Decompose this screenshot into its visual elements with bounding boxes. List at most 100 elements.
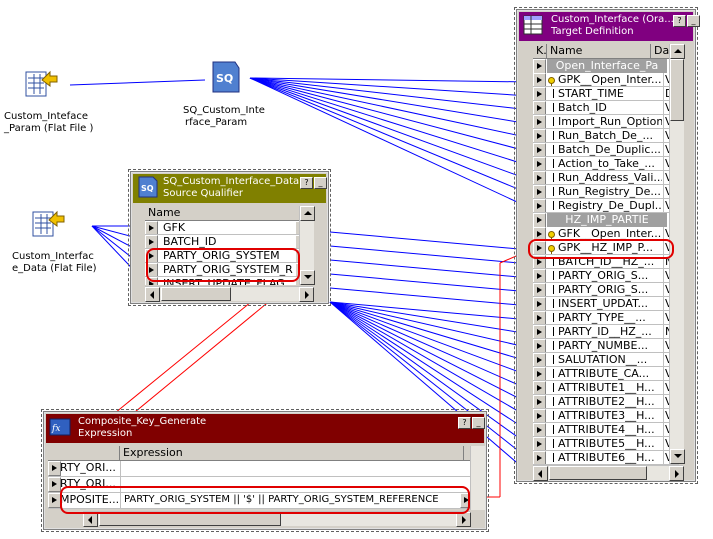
expression-formula[interactable]: PARTY_ORIG_SYSTEM || '$' || PARTY_ORIG_S…	[124, 494, 439, 505]
scroll-up-button[interactable]	[670, 44, 685, 59]
source-qualifier-icon[interactable]: SQ	[207, 60, 241, 94]
link-line[interactable]	[329, 301, 531, 391]
target-port-name[interactable]: PARTY_TYPE__...	[558, 311, 646, 324]
input-port-arrow[interactable]	[48, 461, 61, 476]
target-port-name[interactable]: ATTRIBUTE_CA...	[558, 367, 650, 380]
link-line[interactable]	[249, 77, 531, 195]
link-line[interactable]	[69, 79, 206, 86]
link-line[interactable]	[249, 77, 531, 209]
input-port-arrow[interactable]	[145, 221, 158, 236]
sq-port-row[interactable]: PARTY_ORIG_SYSTEM	[163, 249, 280, 262]
scroll-down-button[interactable]	[300, 270, 315, 285]
minimize-button[interactable]: _	[687, 15, 700, 27]
target-port-name[interactable]: Action_to_Take_...	[558, 157, 655, 170]
target-port-name[interactable]: PARTY_NUMBE...	[558, 339, 648, 352]
link-line[interactable]	[329, 301, 531, 377]
target-port-name[interactable]: Import_Run_Option	[558, 115, 662, 128]
target-port-name[interactable]: PARTY_ID__HZ_...	[558, 325, 652, 338]
expression-port-name[interactable]: RTY_ORI...	[60, 461, 116, 474]
link-line[interactable]	[249, 77, 531, 125]
link-line[interactable]	[329, 273, 531, 293]
flat-file-source-icon[interactable]	[24, 66, 58, 100]
target-port-name[interactable]: START_TIME	[558, 87, 624, 100]
link-line[interactable]	[329, 301, 531, 363]
target-port-name[interactable]: Run_Registry_De...	[558, 185, 661, 198]
link-line[interactable]	[249, 77, 531, 153]
sq-port-row[interactable]: GFK	[163, 221, 186, 234]
target-port-name[interactable]: Batch_ID	[558, 101, 607, 114]
help-button[interactable]: ?	[300, 177, 313, 189]
link-line[interactable]	[329, 259, 531, 279]
target-port-name[interactable]: ATTRIBUTE5__H...	[558, 437, 655, 450]
target-port-name[interactable]: ATTRIBUTE3__H...	[558, 409, 655, 422]
scroll-right-button[interactable]	[669, 466, 684, 481]
scroll-up-button[interactable]	[300, 206, 315, 221]
flat-file-source-icon[interactable]	[31, 206, 65, 240]
link-line[interactable]	[249, 77, 531, 181]
target-port-name[interactable]: Registry_De_Dupl...	[558, 199, 662, 212]
input-port-arrow[interactable]	[533, 185, 546, 200]
target-port-name[interactable]: ATTRIBUTE2__H...	[558, 395, 655, 408]
target-port-name[interactable]: GPK__HZ_IMP_P...	[558, 241, 653, 254]
target-titlebar[interactable]: Custom_Interface (Ora... Target Definiti…	[519, 12, 700, 41]
link-line[interactable]	[329, 287, 531, 307]
scroll-left-button[interactable]	[83, 512, 98, 527]
scroll-down-button[interactable]	[670, 449, 685, 464]
target-port-name[interactable]: Batch_De_Duplic...	[558, 143, 661, 156]
target-port-name[interactable]: SALUTATION__...	[558, 353, 648, 366]
sq-port-row[interactable]: PARTY_ORIG_SYSTEM_REFERENCE	[163, 263, 293, 276]
link-line[interactable]	[329, 301, 531, 419]
scroll-left-button[interactable]	[533, 466, 548, 481]
link-line[interactable]	[249, 77, 531, 83]
input-port-arrow[interactable]	[533, 423, 546, 438]
sq-vertical-scrollbar[interactable]	[299, 206, 315, 285]
link-line[interactable]	[249, 77, 531, 167]
scroll-right-button[interactable]	[299, 287, 314, 302]
target-port-name[interactable]: ATTRIBUTE4__H...	[558, 423, 655, 436]
link-line[interactable]	[329, 301, 531, 405]
sq-horizontal-scrollbar[interactable]	[145, 286, 314, 302]
expression-titlebar[interactable]: fx Composite_Key_Generate Expression ? _	[46, 414, 485, 443]
target-port-name[interactable]: ATTRIBUTE1__H...	[558, 381, 655, 394]
expression-horizontal-scrollbar[interactable]	[83, 511, 471, 527]
scroll-left-button[interactable]	[145, 287, 160, 302]
expression-vertical-scrollbar[interactable]	[470, 446, 485, 510]
input-port-arrow[interactable]	[48, 477, 61, 492]
minimize-button[interactable]: _	[314, 177, 327, 189]
link-line[interactable]	[329, 301, 531, 461]
link-line[interactable]	[329, 301, 531, 433]
expression-port-name[interactable]: MPOSITE...	[60, 493, 118, 506]
target-port-name[interactable]: Run_Address_Vali...	[558, 171, 662, 184]
expression-port-list[interactable]: RTY_ORI...RTY_ORI...MPOSITE...PARTY_ORIG…	[48, 461, 470, 509]
target-port-name[interactable]: PARTY_ORIG_S...	[558, 283, 649, 296]
scroll-thumb[interactable]	[549, 466, 647, 480]
link-line[interactable]	[329, 301, 531, 475]
scroll-thumb[interactable]	[161, 287, 231, 301]
sq-titlebar[interactable]: SQ SQ_Custom_Interface_Data Source Quali…	[133, 174, 327, 203]
target-port-name[interactable]: ATTRIBUTE6__H...	[558, 451, 655, 464]
link-line[interactable]	[249, 77, 531, 97]
link-line[interactable]	[329, 301, 531, 349]
target-port-name[interactable]: PARTY_ORIG_S...	[558, 269, 649, 282]
link-line[interactable]	[249, 77, 531, 139]
help-button[interactable]: ?	[673, 15, 686, 27]
scroll-thumb[interactable]	[670, 59, 684, 121]
target-port-name[interactable]: GPK__Open_Inter...	[558, 73, 662, 86]
sq-port-row[interactable]: BATCH_ID	[163, 235, 217, 248]
help-button[interactable]: ?	[458, 417, 471, 429]
link-line[interactable]	[329, 301, 531, 335]
target-port-name[interactable]: INSERT_UPDAT...	[558, 297, 649, 310]
target-port-name[interactable]: GFK__Open_Inter...	[558, 227, 662, 240]
target-port-list[interactable]: Open_Interface_PaGPK__Open_Inter...VarcS…	[533, 59, 679, 479]
scroll-thumb[interactable]	[99, 512, 281, 526]
target-port-name[interactable]: Run_Batch_De_...	[558, 129, 653, 142]
expression-panel[interactable]: fx Composite_Key_Generate Expression ? _…	[41, 409, 489, 532]
target-horizontal-scrollbar[interactable]	[533, 465, 684, 481]
input-port-arrow[interactable]	[533, 199, 546, 214]
source-qualifier-panel[interactable]: SQ SQ_Custom_Interface_Data Source Quali…	[128, 169, 331, 306]
link-line[interactable]	[329, 245, 531, 265]
scroll-right-button[interactable]	[456, 512, 471, 527]
expression-formula[interactable]	[124, 461, 454, 475]
link-line[interactable]	[329, 231, 531, 251]
link-line[interactable]	[249, 77, 531, 111]
